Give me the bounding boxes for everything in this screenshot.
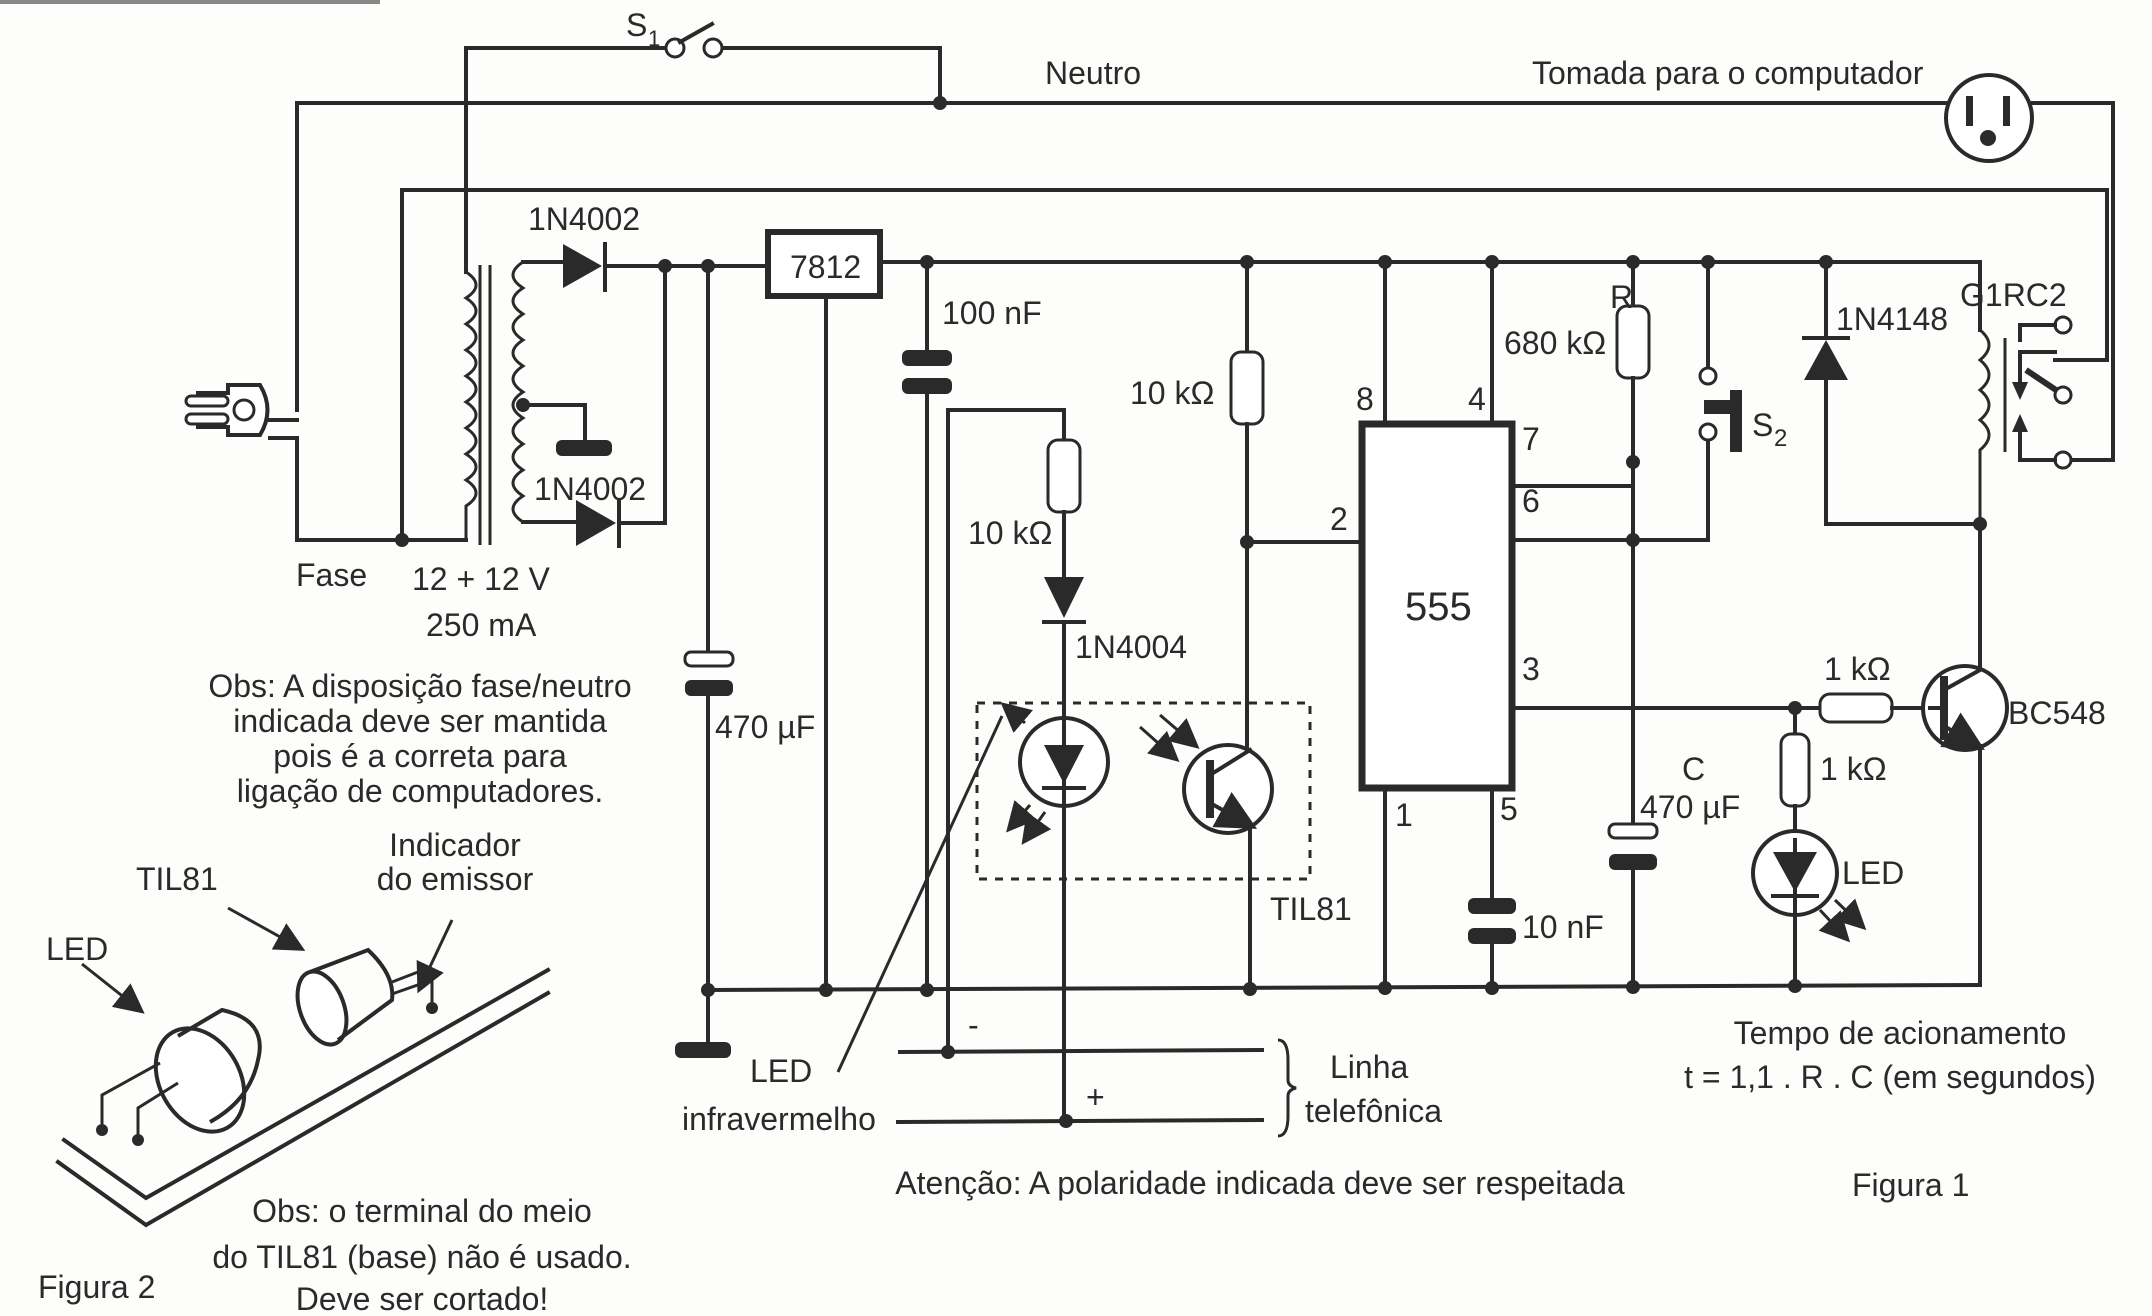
figure2-led-label: LED bbox=[46, 931, 108, 967]
figure2-note-line-1: Obs: o terminal do meio bbox=[252, 1193, 592, 1229]
transistor-bc548: BC548 bbox=[1921, 664, 2106, 987]
transformer-current: 250 mA bbox=[426, 607, 537, 643]
output-stage: 1 kΩ 1 kΩ bbox=[1779, 522, 1982, 842]
ir-led-callout: LED infravermelho bbox=[682, 715, 1004, 1137]
diode-1n4148: 1N4148 bbox=[1802, 260, 1982, 526]
phone-line-label-2: telefônica bbox=[1305, 1093, 1442, 1129]
switch-s2-label: S bbox=[1752, 407, 1773, 443]
ground-rail bbox=[705, 982, 1983, 993]
relay-label: G1RC2 bbox=[1960, 277, 2067, 313]
pin-3: 3 bbox=[1522, 651, 1540, 687]
power-plug-icon bbox=[184, 383, 270, 437]
diode-lower-label: 1N4002 bbox=[534, 471, 646, 507]
res-led-label: 10 kΩ bbox=[968, 515, 1052, 551]
indicator-led: LED bbox=[1751, 829, 1904, 987]
figure-2-caption: Figura 2 bbox=[38, 1269, 155, 1305]
res-indicator-label: 1 kΩ bbox=[1820, 751, 1887, 787]
pin-6: 6 bbox=[1522, 483, 1540, 519]
note-polarity: Atenção: A polaridade indicada deve ser … bbox=[895, 1165, 1625, 1201]
figure2-note-line-2: do TIL81 (base) não é usado. bbox=[212, 1239, 631, 1275]
phone-line: - + Linha telefônica bbox=[897, 1007, 1442, 1138]
cap-timing-value: 470 µF bbox=[1640, 789, 1740, 825]
phone-line-label-1: Linha bbox=[1330, 1049, 1409, 1085]
timing-line-2: t = 1,1 . R . C (em segundos) bbox=[1684, 1059, 2096, 1095]
switch-s1-sub: 1 bbox=[648, 26, 660, 51]
diode-upper-label: 1N4002 bbox=[528, 201, 640, 237]
ground-symbol bbox=[675, 1042, 731, 1058]
capacitor-100nf: 100 nF bbox=[902, 260, 1042, 992]
figure2-note-line-3: Deve ser cortado! bbox=[296, 1281, 549, 1316]
capacitor-470uf-input: 470 µF bbox=[683, 264, 815, 992]
capacitor-10nf: 10 nF bbox=[1468, 898, 1604, 992]
switch-s1: S 1 bbox=[626, 7, 724, 59]
res-trigger-label: 10 kΩ bbox=[1130, 375, 1214, 411]
outlet-icon bbox=[1944, 73, 2034, 163]
pin-7: 7 bbox=[1522, 421, 1540, 457]
ir-led-branch: 10 kΩ 1N4004 bbox=[946, 408, 1187, 1054]
note-phase-line-3: pois é a correta para bbox=[273, 738, 567, 774]
polarity-plus: + bbox=[1086, 1079, 1105, 1115]
note-phase-line-2: indicada deve ser mantida bbox=[233, 703, 607, 739]
transformer-voltage: 12 + 12 V bbox=[412, 561, 551, 597]
outlet-label: Tomada para o computador bbox=[1532, 55, 1924, 91]
ir-led-label-2: infravermelho bbox=[682, 1101, 876, 1137]
pin-1: 1 bbox=[1395, 797, 1413, 833]
polarity-minus: - bbox=[968, 1007, 979, 1043]
figure2-indicator-line-2: do emissor bbox=[377, 861, 534, 897]
transistor-label: BC548 bbox=[2008, 695, 2106, 731]
indicator-led-label: LED bbox=[1842, 855, 1904, 891]
figure2-til81-label: TIL81 bbox=[136, 861, 218, 897]
transformer: 12 + 12 V 250 mA bbox=[412, 260, 612, 643]
diode-relay-label: 1N4148 bbox=[1836, 301, 1948, 337]
optocoupler-label: TIL81 bbox=[1270, 891, 1352, 927]
timing-line-1: Tempo de acionamento bbox=[1734, 1015, 2067, 1051]
mains-wiring bbox=[268, 46, 2115, 547]
figure2-note: Obs: o terminal do meio do TIL81 (base) … bbox=[212, 1193, 631, 1316]
res-base-label: 1 kΩ bbox=[1824, 651, 1891, 687]
timing-rc: R 680 kΩ C 470 µF bbox=[1504, 260, 1740, 992]
diode-1n4002-lower: 1N4002 bbox=[534, 264, 667, 548]
switch-s1-label: S bbox=[626, 7, 647, 43]
ic-555: 555 8 4 7 6 2 3 1 5 bbox=[1330, 260, 1797, 992]
figure-2-drawing bbox=[55, 906, 551, 1228]
switch-s2: S 2 bbox=[1698, 260, 1787, 452]
neutral-label: Neutro bbox=[1045, 55, 1141, 91]
regulator-7812: 7812 bbox=[706, 229, 883, 992]
regulator-label: 7812 bbox=[790, 249, 861, 285]
figure-1-caption: Figura 1 bbox=[1852, 1167, 1969, 1203]
pin-5: 5 bbox=[1500, 791, 1518, 827]
cap-100nf-label: 100 nF bbox=[942, 295, 1042, 331]
note-phase-neutral: Obs: A disposição fase/neutro indicada d… bbox=[208, 668, 631, 809]
switch-s2-sub: 2 bbox=[1774, 425, 1787, 452]
cap-10nf-label: 10 nF bbox=[1522, 909, 1604, 945]
phase-label: Fase bbox=[296, 557, 367, 593]
ir-led-label-1: LED bbox=[750, 1053, 812, 1089]
relay-g1rc2: G1RC2 bbox=[1960, 277, 2073, 531]
figure2-indicator-line-1: Indicador bbox=[389, 827, 521, 863]
pin-2: 2 bbox=[1330, 501, 1348, 537]
ground-junctions bbox=[701, 979, 1802, 997]
note-phase-line-1: Obs: A disposição fase/neutro bbox=[208, 668, 631, 704]
scan-edge-mark bbox=[0, 0, 380, 4]
ic-label: 555 bbox=[1405, 585, 1472, 629]
trigger-resistor: 10 kΩ bbox=[1130, 260, 1362, 992]
cap-input-label: 470 µF bbox=[715, 709, 815, 745]
cap-timing-name: C bbox=[1682, 751, 1705, 787]
res-timing-name: R bbox=[1610, 279, 1633, 315]
optocoupler-til81: TIL81 bbox=[975, 701, 1352, 1122]
res-timing-value: 680 kΩ bbox=[1504, 325, 1606, 361]
pin-4: 4 bbox=[1468, 381, 1486, 417]
diode-led-label: 1N4004 bbox=[1075, 629, 1187, 665]
note-phase-line-4: ligação de computadores. bbox=[237, 773, 603, 809]
pin-8: 8 bbox=[1356, 381, 1374, 417]
positive-rail bbox=[878, 260, 1982, 332]
timing-formula: Tempo de acionamento t = 1,1 . R . C (em… bbox=[1684, 1015, 2096, 1095]
diode-1n4002-upper: 1N4002 bbox=[528, 201, 710, 292]
